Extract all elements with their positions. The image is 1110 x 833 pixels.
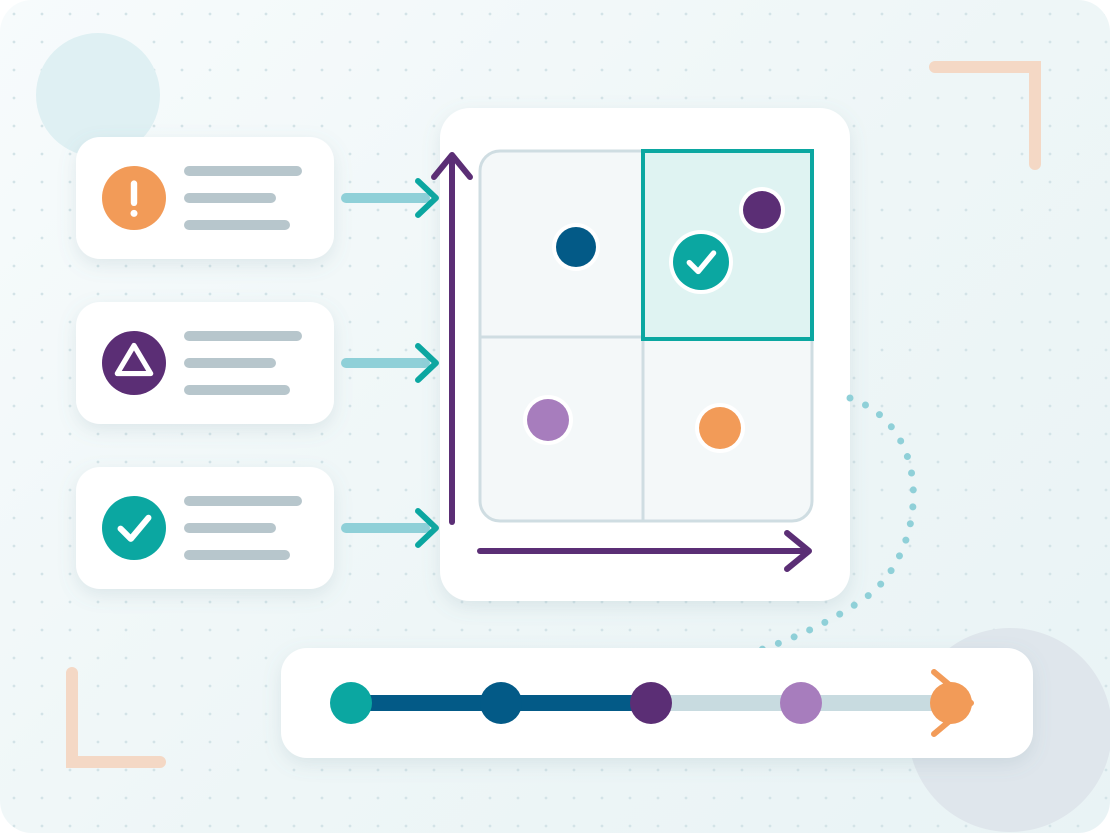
timeline-card [281, 648, 1033, 758]
timeline-node [930, 669, 974, 737]
status-card-list [76, 137, 334, 589]
timeline-node-dot [630, 682, 672, 724]
timeline-node-dot [780, 682, 822, 724]
card-to-chart-arrows [341, 178, 439, 548]
card-arrow [341, 343, 439, 383]
quadrant-point [669, 230, 733, 294]
status-icon-badge [102, 496, 166, 560]
exclamation-dot [130, 209, 138, 217]
x-axis-arrowhead [784, 530, 812, 572]
decorative-circle-top-left [36, 33, 160, 157]
quadrant-point [552, 223, 600, 271]
quadrant-point [523, 395, 573, 445]
card-arrow-head [415, 343, 439, 383]
status-card [76, 467, 334, 589]
timeline-node-dot [330, 682, 372, 724]
quadrant-point [739, 187, 785, 233]
decorative-corner-top-right [929, 61, 1041, 170]
quadrant-point-dot [743, 191, 781, 229]
card-arrow [341, 508, 439, 548]
status-icon-badge [102, 331, 166, 395]
quadrant-point-dot [556, 227, 596, 267]
quadrant-point-dot [673, 234, 729, 290]
quadrant-point [695, 403, 745, 453]
timeline-node [330, 682, 372, 724]
decorative-corner-bottom-left [66, 667, 166, 768]
timeline-track [330, 669, 974, 737]
timeline-node [480, 682, 522, 724]
check-icon [117, 514, 152, 542]
check-icon [686, 250, 717, 275]
status-card [76, 302, 334, 424]
quadrant-point-dot [527, 399, 569, 441]
card-arrow [341, 178, 439, 218]
timeline-node [630, 682, 672, 724]
card-arrow-head [415, 508, 439, 548]
y-axis-arrowhead [431, 152, 473, 180]
timeline-node-dot [480, 682, 522, 724]
quadrant-point-dot [699, 407, 741, 449]
timeline-node [780, 682, 822, 724]
card-arrow-head [415, 178, 439, 218]
status-card [76, 137, 334, 259]
triangle-icon [114, 342, 154, 377]
quadrant-chart-card [431, 108, 850, 601]
quadrant-points [523, 187, 785, 453]
timeline-node-dot [930, 682, 972, 724]
